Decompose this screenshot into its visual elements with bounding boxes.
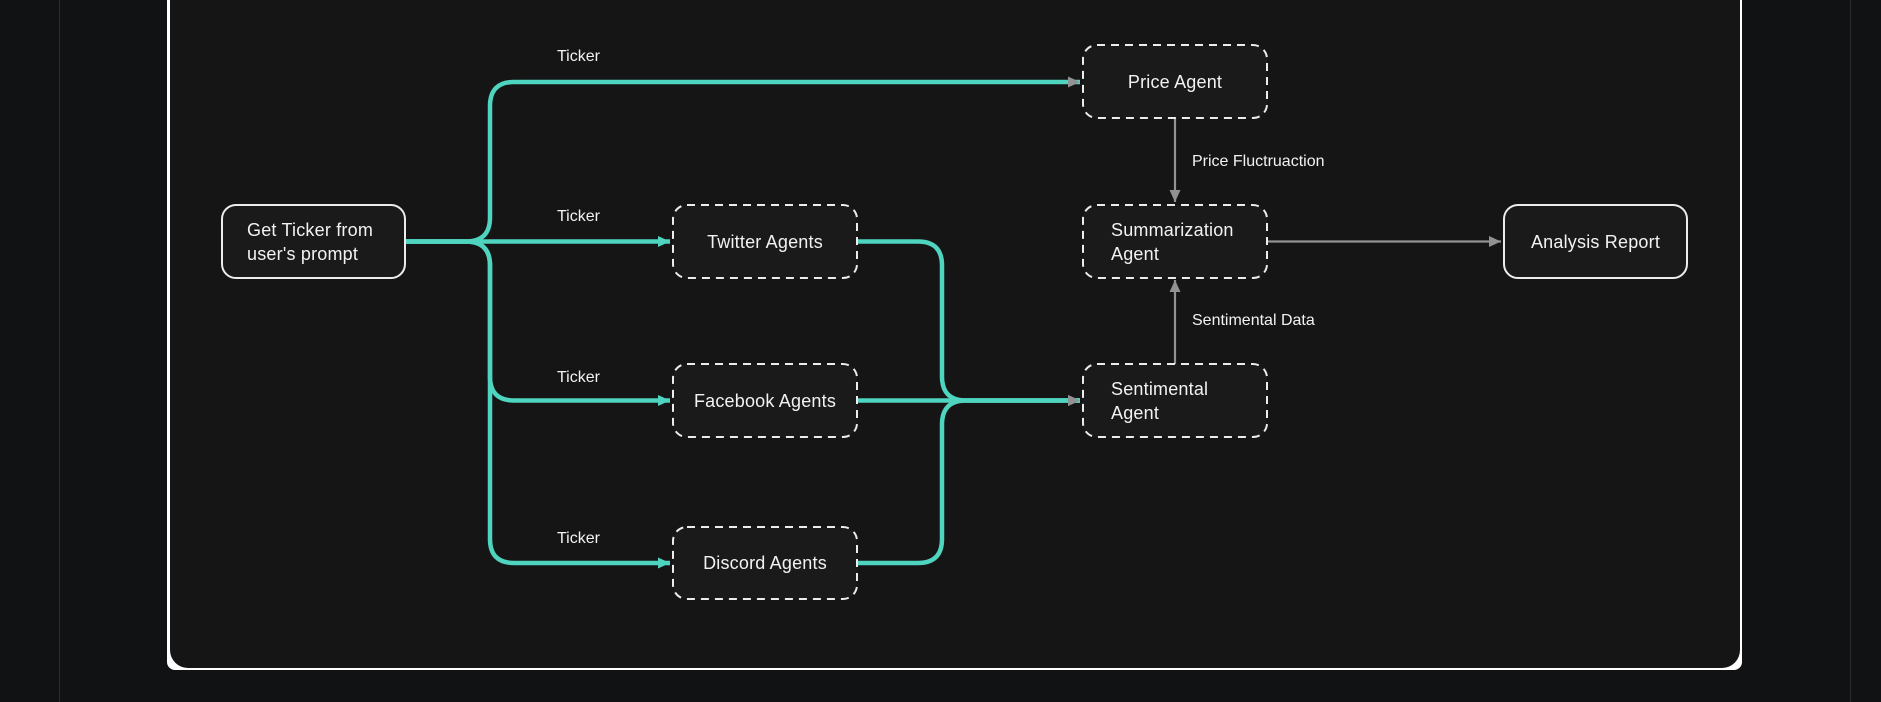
- diagram-canvas: [169, 0, 1740, 668]
- edge-getticker-to-facebookagents: [405, 239, 670, 406]
- node-analysis-report-label: Analysis Report: [1530, 231, 1661, 252]
- node-sentimental-agent-line1: Sentimental: [1111, 378, 1209, 399]
- right-gutter-divider: [1850, 0, 1851, 702]
- edge-label-price-fluctruaction: Price Fluctruaction: [1192, 153, 1325, 170]
- node-price-agent[interactable]: Price Agent: [1083, 45, 1267, 118]
- node-box-analysis-report[interactable]: [1503, 204, 1688, 279]
- node-box-get-ticker[interactable]: [221, 204, 406, 279]
- node-box-price-agent[interactable]: [1082, 44, 1268, 119]
- node-price-agent-label: Price Agent: [1127, 71, 1223, 92]
- node-sentimental-agent[interactable]: Sentimental Agent: [1083, 364, 1267, 437]
- node-analysis-report[interactable]: Analysis Report: [1504, 205, 1687, 278]
- node-summarization-agent-line2: Agent: [1111, 243, 1160, 264]
- node-box-discord-agents[interactable]: [672, 526, 858, 600]
- node-facebook-agents-label: Facebook Agents: [693, 390, 837, 411]
- edge-discordagents-to-sentimentalagent: [857, 395, 1080, 566]
- node-twitter-agents[interactable]: Twitter Agents: [673, 205, 857, 278]
- node-get-ticker-line1: Get Ticker from: [247, 219, 374, 240]
- node-box-twitter-agents[interactable]: [672, 204, 858, 279]
- left-gutter-divider: [59, 0, 60, 702]
- node-box-facebook-agents[interactable]: [672, 363, 858, 438]
- node-get-ticker[interactable]: Get Ticker from user's prompt: [222, 205, 405, 278]
- node-facebook-agents[interactable]: Facebook Agents: [673, 364, 857, 437]
- edge-label-ticker-price: Ticker: [557, 48, 600, 65]
- node-twitter-agents-label: Twitter Agents: [707, 231, 823, 252]
- node-sentimental-agent-line2: Agent: [1111, 402, 1160, 423]
- node-discord-agents-label: Discord Agents: [703, 553, 827, 573]
- node-summarization-agent-line1: Summarization: [1111, 219, 1234, 240]
- edge-getticker-to-discordagents: [405, 239, 670, 569]
- edge-twitteragents-to-sentimentalagent: [857, 239, 1080, 406]
- edge-label-ticker-facebook: Ticker: [557, 369, 600, 386]
- node-box-sentimental-agent[interactable]: [1082, 363, 1268, 438]
- node-summarization-agent[interactable]: Summarization Agent: [1083, 205, 1267, 278]
- edge-label-ticker-twitter: Ticker: [557, 208, 600, 225]
- node-box-summarization-agent[interactable]: [1082, 204, 1268, 279]
- edge-label-sentimental-data: Sentimental Data: [1192, 312, 1315, 329]
- diagram-panel: [167, 0, 1742, 670]
- edge-label-ticker-discord: Ticker: [557, 530, 600, 547]
- node-get-ticker-line2: user's prompt: [247, 243, 359, 264]
- node-discord-agents[interactable]: Discord Agents: [673, 527, 857, 599]
